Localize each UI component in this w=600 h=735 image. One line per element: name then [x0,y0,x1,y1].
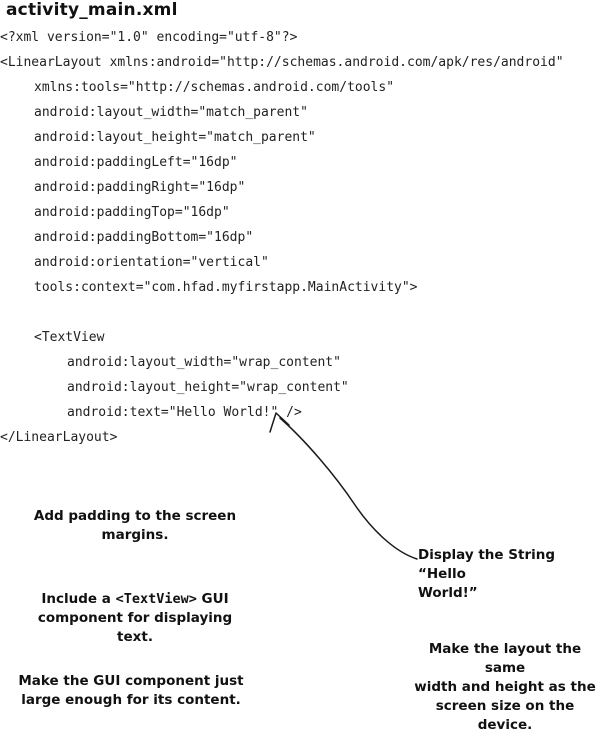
annotation-textview: Include a <TextView> GUI component for d… [26,590,244,647]
annotation-size: Make the GUI component just large enough… [16,672,246,710]
annotation-size-line2: large enough for its content. [21,692,241,708]
annotation-size-line1: Make the GUI component just [18,673,244,689]
annotation-textview-prefix: Include a [41,591,116,607]
code-line-tools-context: tools:context="com.hfad.myfirstapp.MainA… [34,280,418,295]
annotation-textview-line3: text. [117,629,153,645]
code-line-xml-declaration: <?xml version="1.0" encoding="utf-8"?> [0,30,298,45]
annotation-layout-line2: width and height as the [414,679,596,695]
code-line-tools-namespace: xmlns:tools="http://schemas.android.com/… [34,80,395,95]
code-line-layout-width: android:layout_width="match_parent" [34,105,308,120]
code-block: <?xml version="1.0" encoding="utf-8"?> <… [0,25,564,450]
annotation-string-line1: Display the String “Hello [418,547,556,582]
code-line-layout-height: android:layout_height="match_parent" [34,130,316,145]
code-line-textview-width: android:layout_width="wrap_content" [67,355,341,370]
file-title: activity_main.xml [6,0,178,20]
code-line-padding-top: android:paddingTop="16dp" [34,205,230,220]
annotation-layout: Make the layout the same width and heigh… [410,640,600,735]
annotation-padding-line1: Add padding to the screen [33,508,237,524]
annotation-textview-suffix: GUI [196,591,229,607]
code-line-textview-text: android:text="Hello World!" /> [67,405,302,420]
code-line-padding-bottom: android:paddingBottom="16dp" [34,230,254,245]
annotation-string: Display the String “Hello World!” [418,546,588,603]
code-line-linearlayout-close: </LinearLayout> [0,430,118,445]
annotation-padding: Add padding to the screen margins. [30,507,240,545]
annotation-textview-line1: Include a <TextView> GUI [26,590,244,609]
annotation-textview-code: <TextView> [115,591,197,607]
annotation-string-line2: World!” [418,585,478,601]
code-line-blank [0,300,564,325]
code-line-orientation: android:orientation="vertical" [34,255,269,270]
code-line-padding-right: android:paddingRight="16dp" [34,180,246,195]
annotation-textview-line2: component for displaying [37,610,233,626]
annotation-layout-line1: Make the layout the same [428,641,582,676]
code-line-padding-left: android:paddingLeft="16dp" [34,155,238,170]
code-line-textview-height: android:layout_height="wrap_content" [67,380,349,395]
annotation-padding-line2: margins. [101,527,169,543]
code-line-textview-open: <TextView [34,330,105,345]
annotation-layout-line3: screen size on the device. [435,698,575,733]
code-line-linearlayout-open: <LinearLayout xmlns:android="http://sche… [0,55,564,70]
